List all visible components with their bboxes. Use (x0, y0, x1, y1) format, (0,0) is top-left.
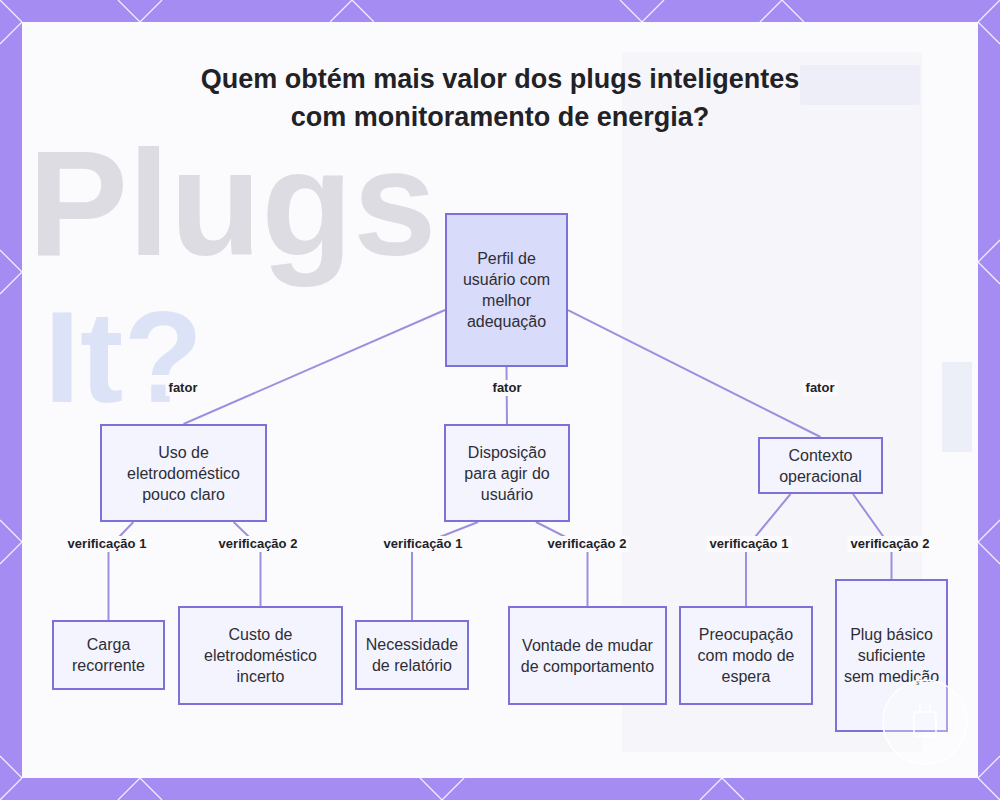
node-text: Plug básico suficiente sem medição (843, 624, 940, 687)
process-box: Vontade de mudar de comportamento (508, 606, 667, 705)
frame-line (0, 250, 22, 294)
frame-line (0, 0, 22, 44)
watermark-text: Plugs (28, 128, 436, 278)
frame-line (420, 778, 464, 800)
node-text: Necessidade de relatório (363, 634, 461, 676)
frame-line (978, 0, 1000, 44)
connector (536, 522, 588, 606)
diagram-title: Quem obtém mais valor dos plugs intelige… (190, 60, 810, 136)
node-text: Custo de eletrodoméstico incerto (186, 624, 335, 687)
connector (184, 310, 446, 424)
edge-label: verificação 1 (381, 536, 466, 552)
process-box: Contexto operacional (758, 437, 883, 494)
frame-line (0, 756, 22, 800)
edge-label: verificação 1 (707, 536, 792, 552)
node-text: Uso de eletrodoméstico pouco claro (108, 442, 259, 505)
watermark-text: It? (44, 292, 203, 422)
process-box: Carga recorrente (52, 620, 165, 690)
root-box: Perfil de usuário com melhor adequação (445, 213, 568, 367)
edge-label: verificação 1 (65, 536, 150, 552)
frame-line (620, 0, 664, 22)
edge-label: verificação 2 (848, 536, 933, 552)
node-text: Perfil de usuário com melhor adequação (453, 248, 560, 332)
frame-line (700, 778, 744, 800)
node-text: Preocupação com modo de espera (687, 624, 805, 687)
frame-line (978, 756, 1000, 800)
edge-label: fator (490, 380, 525, 396)
node-text: Disposição para agir do usuário (452, 442, 562, 505)
frame-line (0, 520, 22, 564)
badge-circle (883, 680, 967, 764)
frame-line (118, 0, 162, 22)
frame-line (978, 240, 1000, 284)
process-box: Custo de eletrodoméstico incerto (178, 606, 343, 705)
process-box: Necessidade de relatório (355, 620, 469, 690)
connector (568, 310, 821, 437)
edge-label: verificação 2 (545, 536, 630, 552)
connector (234, 522, 261, 606)
plug-symbol (914, 712, 936, 736)
plug-symbol (920, 704, 930, 712)
node-text: Contexto operacional (766, 445, 875, 487)
process-box: Uso de eletrodoméstico pouco claro (100, 424, 267, 522)
edge-label: fator (803, 380, 838, 396)
node-text: Vontade de mudar de comportamento (516, 635, 659, 677)
process-box: Preocupação com modo de espera (679, 606, 813, 705)
blurred-shape (942, 362, 972, 452)
frame-line (330, 0, 374, 22)
frame-line (978, 520, 1000, 564)
process-box: Plug básico suficiente sem medição (835, 579, 948, 732)
node-text: Carga recorrente (60, 634, 157, 676)
frame-line (760, 0, 804, 22)
edge-label: fator (166, 380, 201, 396)
edge-label: verificação 2 (216, 536, 301, 552)
frame-line (118, 778, 162, 800)
process-box: Disposição para agir do usuário (444, 424, 570, 522)
